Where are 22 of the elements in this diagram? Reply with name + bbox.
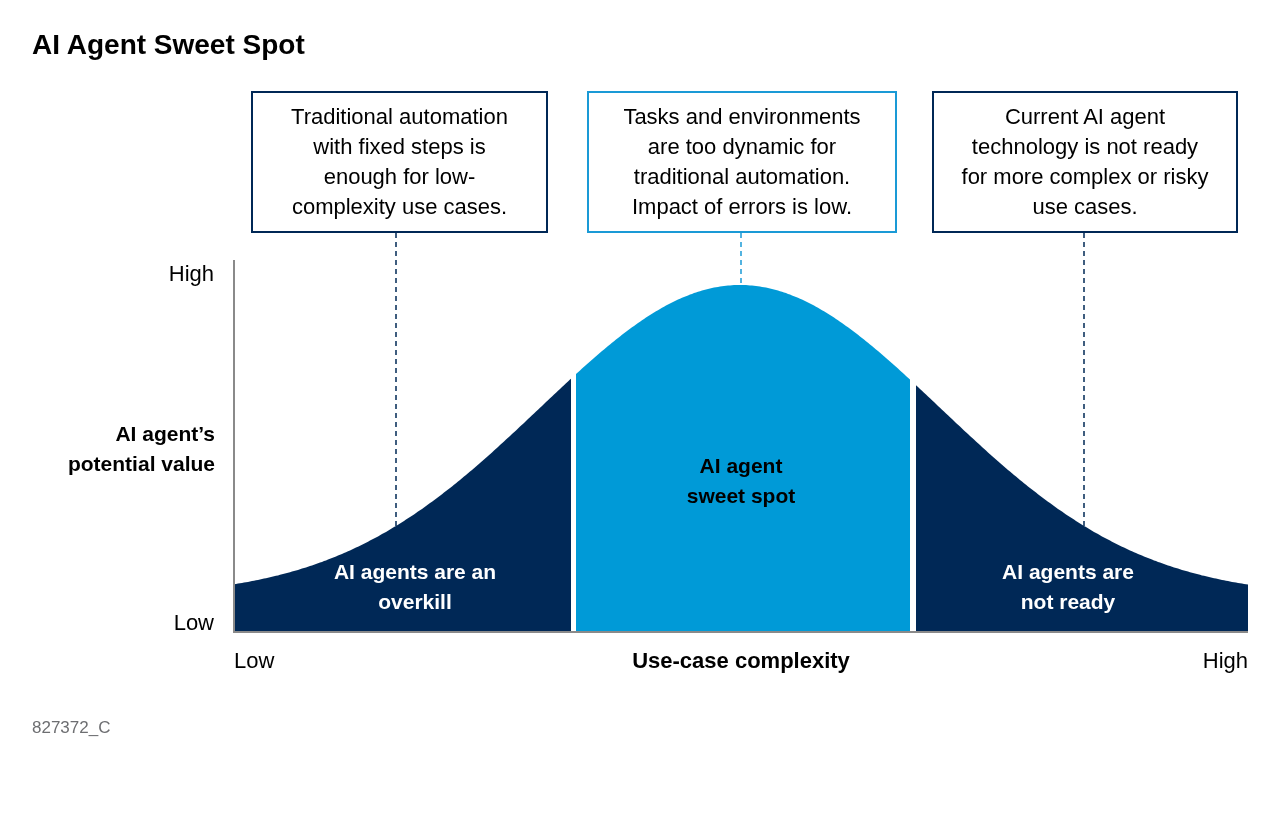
diagram-title: AI Agent Sweet Spot <box>32 28 305 62</box>
curve-area <box>234 378 571 631</box>
callout-box <box>932 91 1238 233</box>
area-label: AI agents are not ready <box>1001 559 1135 615</box>
callout-text: Current AI agent technology is not ready for more complex or risky use cases. <box>960 103 1210 221</box>
curve-area <box>576 285 910 631</box>
axis-title: Use-case complexity <box>632 647 850 675</box>
callout-box <box>251 91 548 233</box>
figure-id: 827372_C <box>32 717 111 739</box>
axis-title: AI agent’s potential value <box>66 421 215 477</box>
axis-tick-label: Low <box>234 647 275 675</box>
axis-tick-label: High <box>1202 647 1248 675</box>
leader-line <box>740 232 742 286</box>
area-label: AI agent sweet spot <box>685 453 797 509</box>
callout-text: Traditional automation with fixed steps is enough for low-complexity use cases. <box>290 103 509 221</box>
axis-tick-label: Low <box>173 609 214 637</box>
leader-line <box>1083 232 1085 527</box>
area-label: AI agents are an overkill <box>332 559 498 615</box>
callout-text: Tasks and environments are too dynamic for traditional automation. Impact of errors is low. <box>622 103 862 221</box>
leader-line <box>395 232 397 527</box>
axis-tick-label: High <box>168 260 214 288</box>
callout-box <box>587 91 897 233</box>
